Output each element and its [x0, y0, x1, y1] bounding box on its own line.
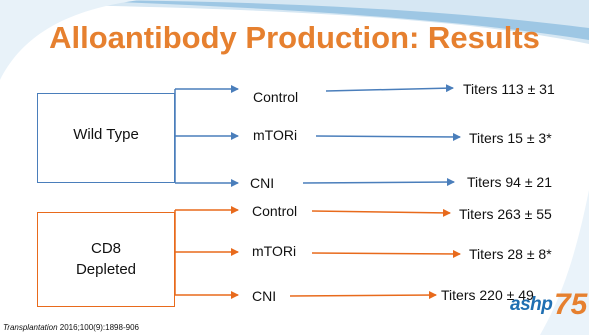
wt-treatment-cni: CNI [250, 175, 275, 191]
cd8-result-cni: Titers 220 ± 49 [441, 287, 534, 303]
wt-treatment-mtori: mTORi [253, 127, 298, 143]
cd8-result-mtori: Titers 28 ± 8* [469, 246, 552, 262]
cd8-arrow-control-result [311, 208, 451, 217]
cd8-result-control: Titers 263 ± 55 [459, 206, 552, 222]
wt-result-cni: Titers 94 ± 21 [467, 174, 552, 190]
wt-result-mtori: Titers 15 ± 3* [469, 130, 552, 146]
logo-text: ashp [510, 294, 553, 315]
wild-type-label: Wild Type [73, 126, 139, 143]
cd8-connectors [174, 206, 461, 300]
wt-arrow-cni-result [302, 178, 455, 187]
cd8-treatment-control: Control [252, 203, 298, 219]
wt-arrow-mtori-result [315, 132, 461, 141]
cd8-depleted-label: CD8 Depleted [38, 238, 174, 280]
cd8-label-line1: CD8 [90, 240, 121, 257]
slide-title: Alloantibody Production: Results [49, 20, 540, 55]
cd8-depleted-box: CD8 Depleted [37, 212, 175, 307]
citation-details: 2016;100(9):1898-906 [57, 323, 139, 332]
logo-number: 75 [554, 288, 588, 321]
cd8-arrow-cni-result [289, 291, 437, 300]
cd8-label-line2: Depleted [75, 261, 137, 278]
wt-arrow-control-result [325, 84, 454, 93]
wild-type-connectors [174, 84, 461, 187]
cd8-arrow-mtori-result [311, 249, 461, 258]
cd8-treatment-cni: CNI [252, 288, 277, 304]
citation: Transplantation 2016;100(9):1898-906 [3, 323, 139, 333]
cd8-treatment-mtori: mTORi [252, 243, 297, 259]
wt-result-control: Titers 113 ± 31 [463, 81, 555, 97]
wt-treatment-control: Control [253, 89, 299, 105]
citation-journal: Transplantation [3, 323, 58, 332]
ashp-75-logo: ashp 75 [510, 288, 588, 334]
